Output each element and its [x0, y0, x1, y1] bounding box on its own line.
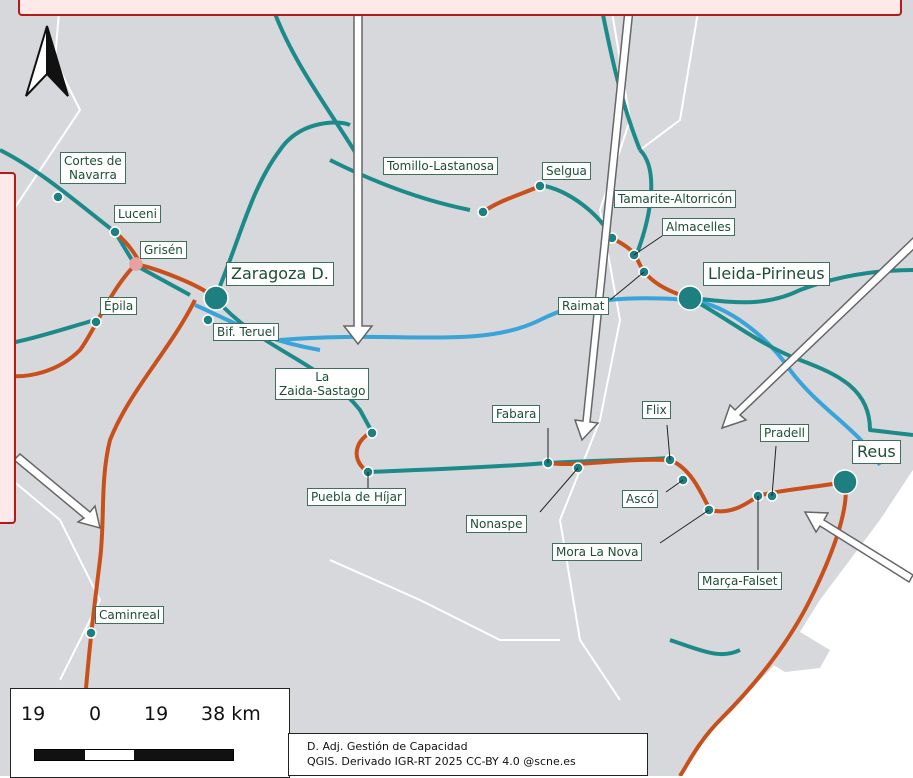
- label-mora: Mora La Nova: [552, 543, 643, 561]
- label-fabara: Fabara: [492, 405, 541, 423]
- credits-line-2: QGIS. Derivado IGR-RT 2025 CC-BY 4.0 @sc…: [307, 755, 576, 768]
- credits-line-1: D. Adj. Gestión de Capacidad: [307, 740, 468, 753]
- leader-raimat: [609, 271, 645, 301]
- border-3: [559, 0, 631, 701]
- scale-tick-3: 19: [144, 703, 169, 725]
- border-5: [639, 0, 701, 151]
- arrow-flix: [720, 236, 913, 430]
- label-tomillo: Tomillo-Lastanosa: [383, 157, 499, 175]
- label-marca: Marça-Falset: [698, 572, 782, 590]
- callout-box-top: [18, 0, 902, 16]
- station-epila[interactable]: [90, 316, 102, 328]
- arrow-zaida: [342, 0, 374, 346]
- station-tomillo[interactable]: [477, 206, 489, 218]
- label-lleida: Lleida-Pirineus: [703, 262, 830, 286]
- station-zaragoza[interactable]: [203, 285, 229, 311]
- red-line-3: [0, 263, 137, 379]
- label-bif-teruel: Bif. Teruel: [213, 323, 280, 341]
- arrow-nonaspe: [573, 0, 635, 442]
- scale-tick-4: 38 km: [201, 703, 261, 725]
- border-4: [329, 559, 560, 641]
- label-caminreal: Caminreal: [95, 606, 165, 624]
- teal-line-6: [329, 158, 471, 212]
- callout-box-left: [0, 172, 16, 524]
- label-luceni: Luceni: [114, 205, 161, 223]
- leader-mora: [659, 509, 710, 544]
- station-cortes[interactable]: [52, 191, 64, 203]
- leader-lines: [367, 235, 777, 570]
- teal-line-9: [689, 296, 913, 437]
- label-tamarite: Tamarite-Altorricón: [614, 190, 737, 208]
- scale-bar-graphic: [34, 749, 234, 761]
- station-caminreal[interactable]: [85, 627, 97, 639]
- leader-almacelles: [633, 235, 663, 256]
- leader-flix: [666, 424, 671, 461]
- scale-bar: 19 0 19 38 km: [10, 688, 290, 778]
- label-puebla: Puebla de Híjar: [307, 488, 406, 506]
- station-bif-teruel[interactable]: [202, 314, 214, 326]
- label-grisen: Grisén: [140, 241, 187, 259]
- border-2: [0, 469, 101, 681]
- stations: [52, 180, 858, 639]
- station-reus[interactable]: [832, 469, 858, 495]
- label-raimat: Raimat: [558, 297, 609, 315]
- label-reus: Reus: [852, 440, 901, 464]
- label-la-zaida: La Zaida-Sastago: [275, 368, 370, 400]
- arrow-marca: [803, 511, 913, 584]
- teal-line-13: [669, 638, 741, 657]
- arrow-caminreal: [12, 452, 102, 530]
- label-epila: Épila: [100, 297, 138, 315]
- ebro-delta: [760, 632, 830, 672]
- teal-line-2: [268, 0, 362, 162]
- callout-arrows: [12, 0, 913, 584]
- station-la-zaida[interactable]: [366, 427, 378, 439]
- sea-area: [680, 470, 913, 776]
- label-flix: Flix: [642, 401, 671, 419]
- label-zaragoza: Zaragoza D.: [226, 262, 334, 286]
- teal-line-3: [213, 120, 351, 299]
- teal-line-11: [598, 0, 642, 151]
- leader-asco: [665, 479, 684, 493]
- credits-box: D. Adj. Gestión de Capacidad QGIS. Deriv…: [288, 733, 648, 776]
- teal-line-4: [213, 296, 374, 433]
- station-lleida[interactable]: [677, 285, 703, 311]
- leader-nonaspe: [539, 467, 579, 513]
- label-asco: Ascó: [622, 490, 659, 508]
- label-nonaspe: Nonaspe: [466, 515, 527, 533]
- blue-line: [279, 296, 882, 466]
- station-luceni[interactable]: [109, 226, 121, 238]
- label-almacelles: Almacelles: [662, 218, 735, 236]
- label-cortes: Cortes de Navarra: [60, 152, 126, 184]
- scale-tick-1: 19: [21, 703, 46, 725]
- scale-tick-2: 0: [89, 703, 102, 725]
- label-selgua: Selgua: [542, 162, 591, 180]
- north-arrow-icon: [25, 25, 69, 97]
- label-pradell: Pradell: [760, 424, 809, 442]
- leader-pradell: [771, 445, 777, 497]
- station-grisen[interactable]: [129, 257, 143, 271]
- station-selgua[interactable]: [534, 180, 546, 192]
